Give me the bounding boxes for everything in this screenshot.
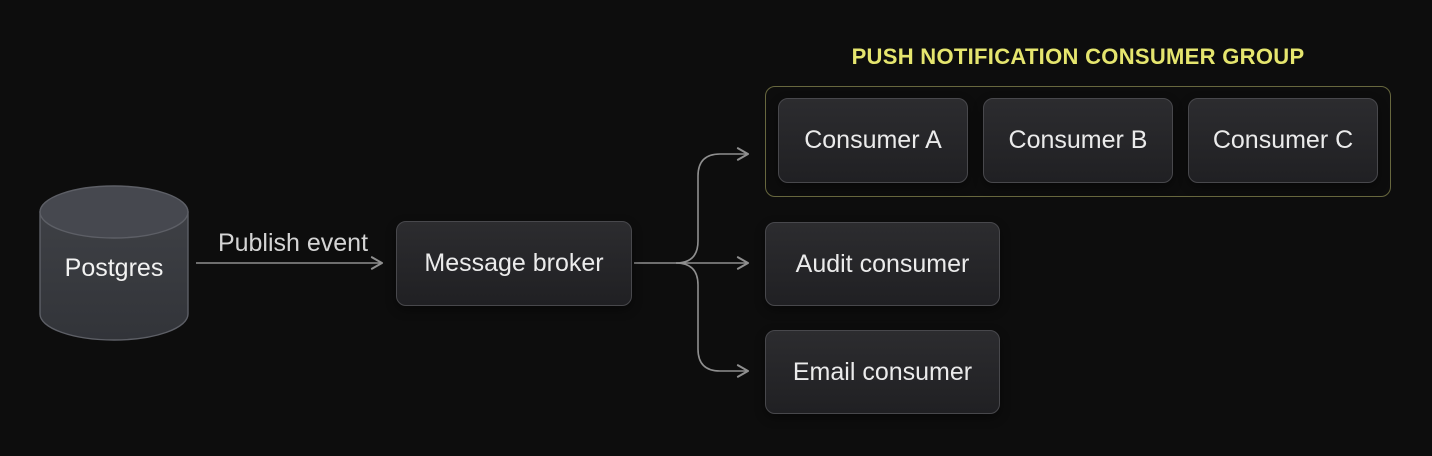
email-consumer-node: Email consumer [765,330,1000,414]
push-notification-consumer-group [765,86,1391,197]
email-consumer-label: Email consumer [792,357,973,386]
message-broker-node: Message broker [396,221,632,306]
consumer-c-node: Consumer C [1188,98,1378,183]
consumer-a-node: Consumer A [778,98,968,183]
broker-to-group-arrow [675,147,750,264]
audit-consumer-label: Audit consumer [795,249,970,278]
consumer-group-title: PUSH NOTIFICATION CONSUMER GROUP [851,44,1305,69]
message-broker-label: Message broker [424,249,604,277]
publish-event-label: Publish event [217,229,369,257]
postgres-cylinder [39,185,189,341]
consumer-c-label: Consumer C [1212,126,1354,154]
consumer-b-node: Consumer B [983,98,1173,183]
postgres-node-label: Postgres [64,254,164,282]
broker-to-email-arrow [675,262,750,378]
consumer-a-label: Consumer A [804,126,942,154]
consumer-b-label: Consumer B [1008,126,1148,154]
audit-consumer-node: Audit consumer [765,222,1000,306]
